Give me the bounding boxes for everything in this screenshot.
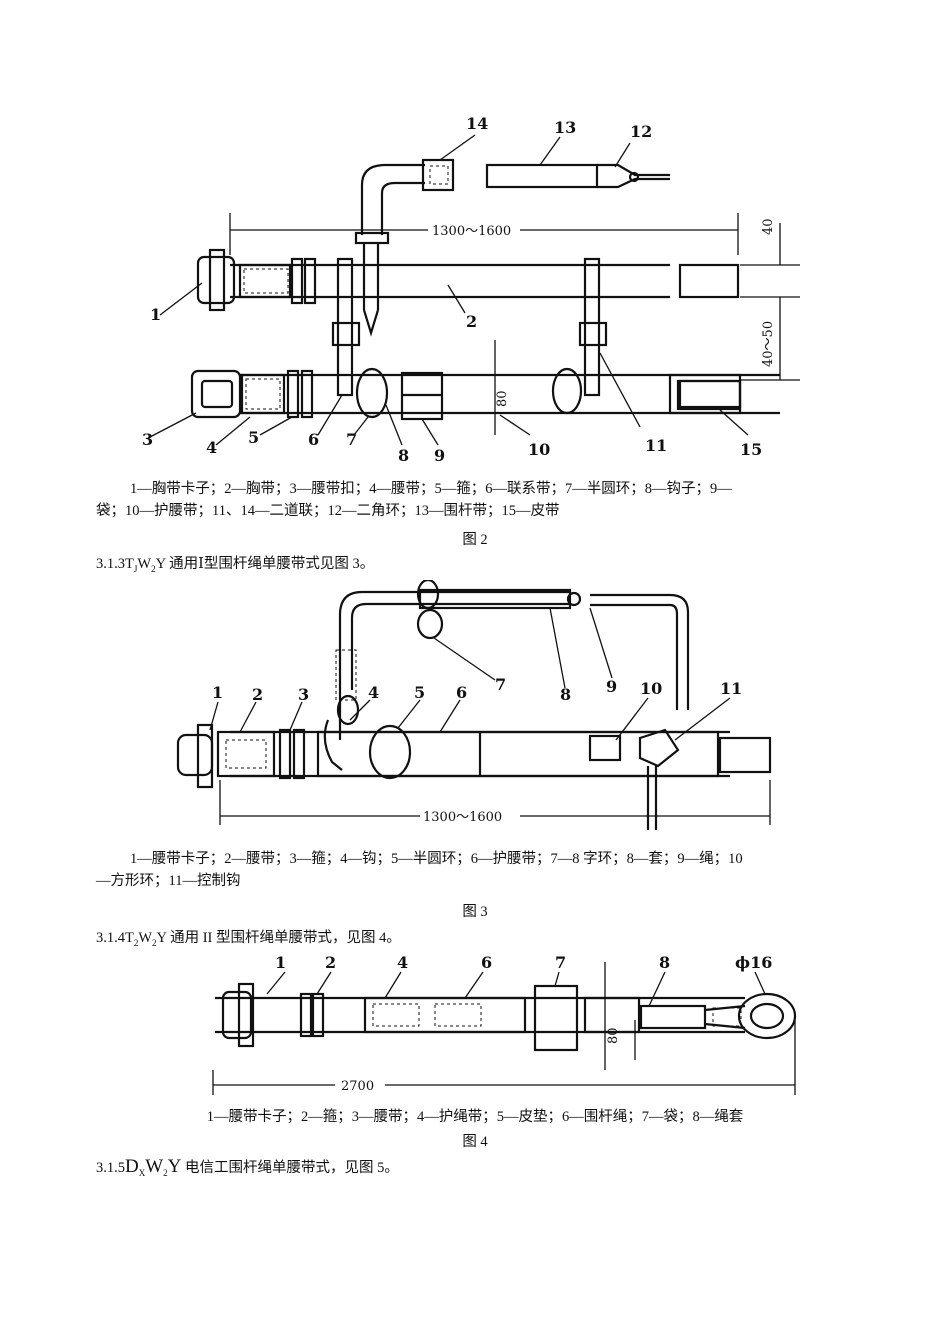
fig2-label-14: 14 xyxy=(466,114,488,133)
figure-4-caption: 1—腰带卡子；2—箍；3—腰带；4—护绳带；5—皮垫；6—围杆绳；7—袋；8—绳… xyxy=(206,1109,744,1125)
figure-4-label: 图 4 xyxy=(462,1134,488,1150)
fig4-label-4: 4 xyxy=(397,953,408,972)
figure-3-caption: 1—腰带卡子；2—腰带；3—箍；4—钩；5—半圆环；6—护腰带；7—8 字环；8… xyxy=(96,848,866,892)
fig2-label-9: 9 xyxy=(434,446,445,465)
section-3-1-3: 3.1.3TJW2Y 通用Ⅰ型围杆绳单腰带式见图 3。 xyxy=(96,552,374,574)
fig3-label-4: 4 xyxy=(368,683,379,702)
section-3-1-4-text: Y 通用 II 型围杆绳单腰带式，见图 4。 xyxy=(156,930,401,946)
fig3-label-2: 2 xyxy=(252,685,263,704)
section-3-1-5-w: W xyxy=(145,1156,164,1177)
fig2-label-10: 10 xyxy=(528,440,550,459)
figure-2-caption: 1—胸带卡子；2—胸带；3—腰带扣；4—腰带；5—箍；6—联系带；7—半圆环；8… xyxy=(96,478,866,522)
fig3-label-9: 9 xyxy=(606,677,617,696)
figure-4-drawing: 1 2 4 6 7 8 ϕ16 80 2700 xyxy=(212,953,797,1095)
section-3-1-5-y: Y xyxy=(167,1156,182,1177)
fig3-label-3: 3 xyxy=(298,685,309,704)
section-3-1-4-sub2: 2 xyxy=(152,937,157,948)
fig2-dim-40-50: 40～50 xyxy=(761,321,776,367)
fig3-label-1: 1 xyxy=(212,683,223,702)
fig2-label-6: 6 xyxy=(308,430,319,449)
fig2-label-8: 8 xyxy=(398,446,409,465)
fig3-label-11: 11 xyxy=(720,679,742,698)
fig4-dim-80: 80 xyxy=(606,1027,621,1044)
figure-3-caption-line-2: —方形环；11—控制钩 xyxy=(96,873,241,889)
figure-2-caption-line-2: 袋；10—护腰带；11、14—二道联；12—二角环；13—围杆带；15—皮带 xyxy=(96,503,560,519)
section-3-1-5: 3.1.5DXW2Y 电信工围杆绳单腰带式，见图 5。 xyxy=(96,1156,399,1178)
fig4-label-8: 8 xyxy=(659,953,670,972)
section-3-1-3-mid: W xyxy=(137,556,152,572)
fig4-label-6: 6 xyxy=(481,953,492,972)
section-3-1-5-text: 电信工围杆绳单腰带式，见图 5。 xyxy=(181,1160,399,1176)
figure-3-caption-line-1: 1—腰带卡子；2—腰带；3—箍；4—钩；5—半圆环；6—护腰带；7—8 字环；8… xyxy=(130,851,743,867)
fig3-label-5: 5 xyxy=(414,683,425,702)
fig2-label-15: 15 xyxy=(740,440,762,459)
fig4-dim-phi: ϕ16 xyxy=(735,953,772,972)
fig4-label-2: 2 xyxy=(325,953,336,972)
section-3-1-4-prefix: 3.1.4T xyxy=(96,930,134,946)
fig2-label-2: 2 xyxy=(466,312,477,331)
section-3-1-5-sub2: 2 xyxy=(163,1167,168,1178)
fig2-label-7: 7 xyxy=(346,430,357,449)
section-3-1-3-sub2: 2 xyxy=(151,563,156,574)
section-3-1-3-text: Y 通用Ⅰ型围杆绳单腰带式见图 3。 xyxy=(155,556,375,572)
fig2-label-11: 11 xyxy=(645,436,667,455)
fig3-label-8: 8 xyxy=(560,685,571,704)
fig2-dim-length: 1300～1600 xyxy=(432,224,511,239)
section-3-1-5-d: D xyxy=(125,1156,139,1177)
section-3-1-4: 3.1.4T2W2Y 通用 II 型围杆绳单腰带式，见图 4。 xyxy=(96,926,401,948)
section-3-1-4-mid: W xyxy=(138,930,153,946)
fig3-label-7: 7 xyxy=(495,675,506,694)
fig2-dim-40: 40 xyxy=(761,218,776,235)
section-3-1-4-sub1: 2 xyxy=(133,937,139,948)
fig2-label-13: 13 xyxy=(554,118,576,137)
fig2-label-12: 12 xyxy=(630,122,652,141)
figure-2-drawing: 1 2 3 4 5 6 7 8 9 10 11 12 13 14 15 1300… xyxy=(142,114,800,465)
fig4-label-7: 7 xyxy=(555,953,566,972)
fig2-label-4: 4 xyxy=(206,438,217,457)
fig2-label-5: 5 xyxy=(248,428,259,447)
section-3-1-5-sub1: X xyxy=(138,1167,146,1178)
fig2-label-1: 1 xyxy=(150,305,161,324)
fig2-label-3: 3 xyxy=(142,430,153,449)
section-3-1-5-prefix: 3.1.5 xyxy=(96,1160,125,1176)
fig2-dim-80: 80 xyxy=(495,390,510,407)
figure-2-label: 图 2 xyxy=(462,532,488,548)
figure-2-caption-line-1: 1—胸带卡子；2—胸带；3—腰带扣；4—腰带；5—箍；6—联系带；7—半圆环；8… xyxy=(130,481,732,497)
fig4-dim-total: 2700 xyxy=(341,1079,374,1094)
fig4-label-1: 1 xyxy=(275,953,286,972)
figure-3-drawing: 1 2 3 4 5 6 7 8 9 10 11 1300～1600 xyxy=(176,580,772,830)
figure-3-label: 图 3 xyxy=(462,904,488,920)
fig3-label-6: 6 xyxy=(456,683,467,702)
section-3-1-3-sub1: J xyxy=(133,563,138,574)
section-3-1-3-prefix: 3.1.3T xyxy=(96,556,134,572)
fig3-dim-length: 1300～1600 xyxy=(423,810,502,825)
fig3-label-10: 10 xyxy=(640,679,662,698)
